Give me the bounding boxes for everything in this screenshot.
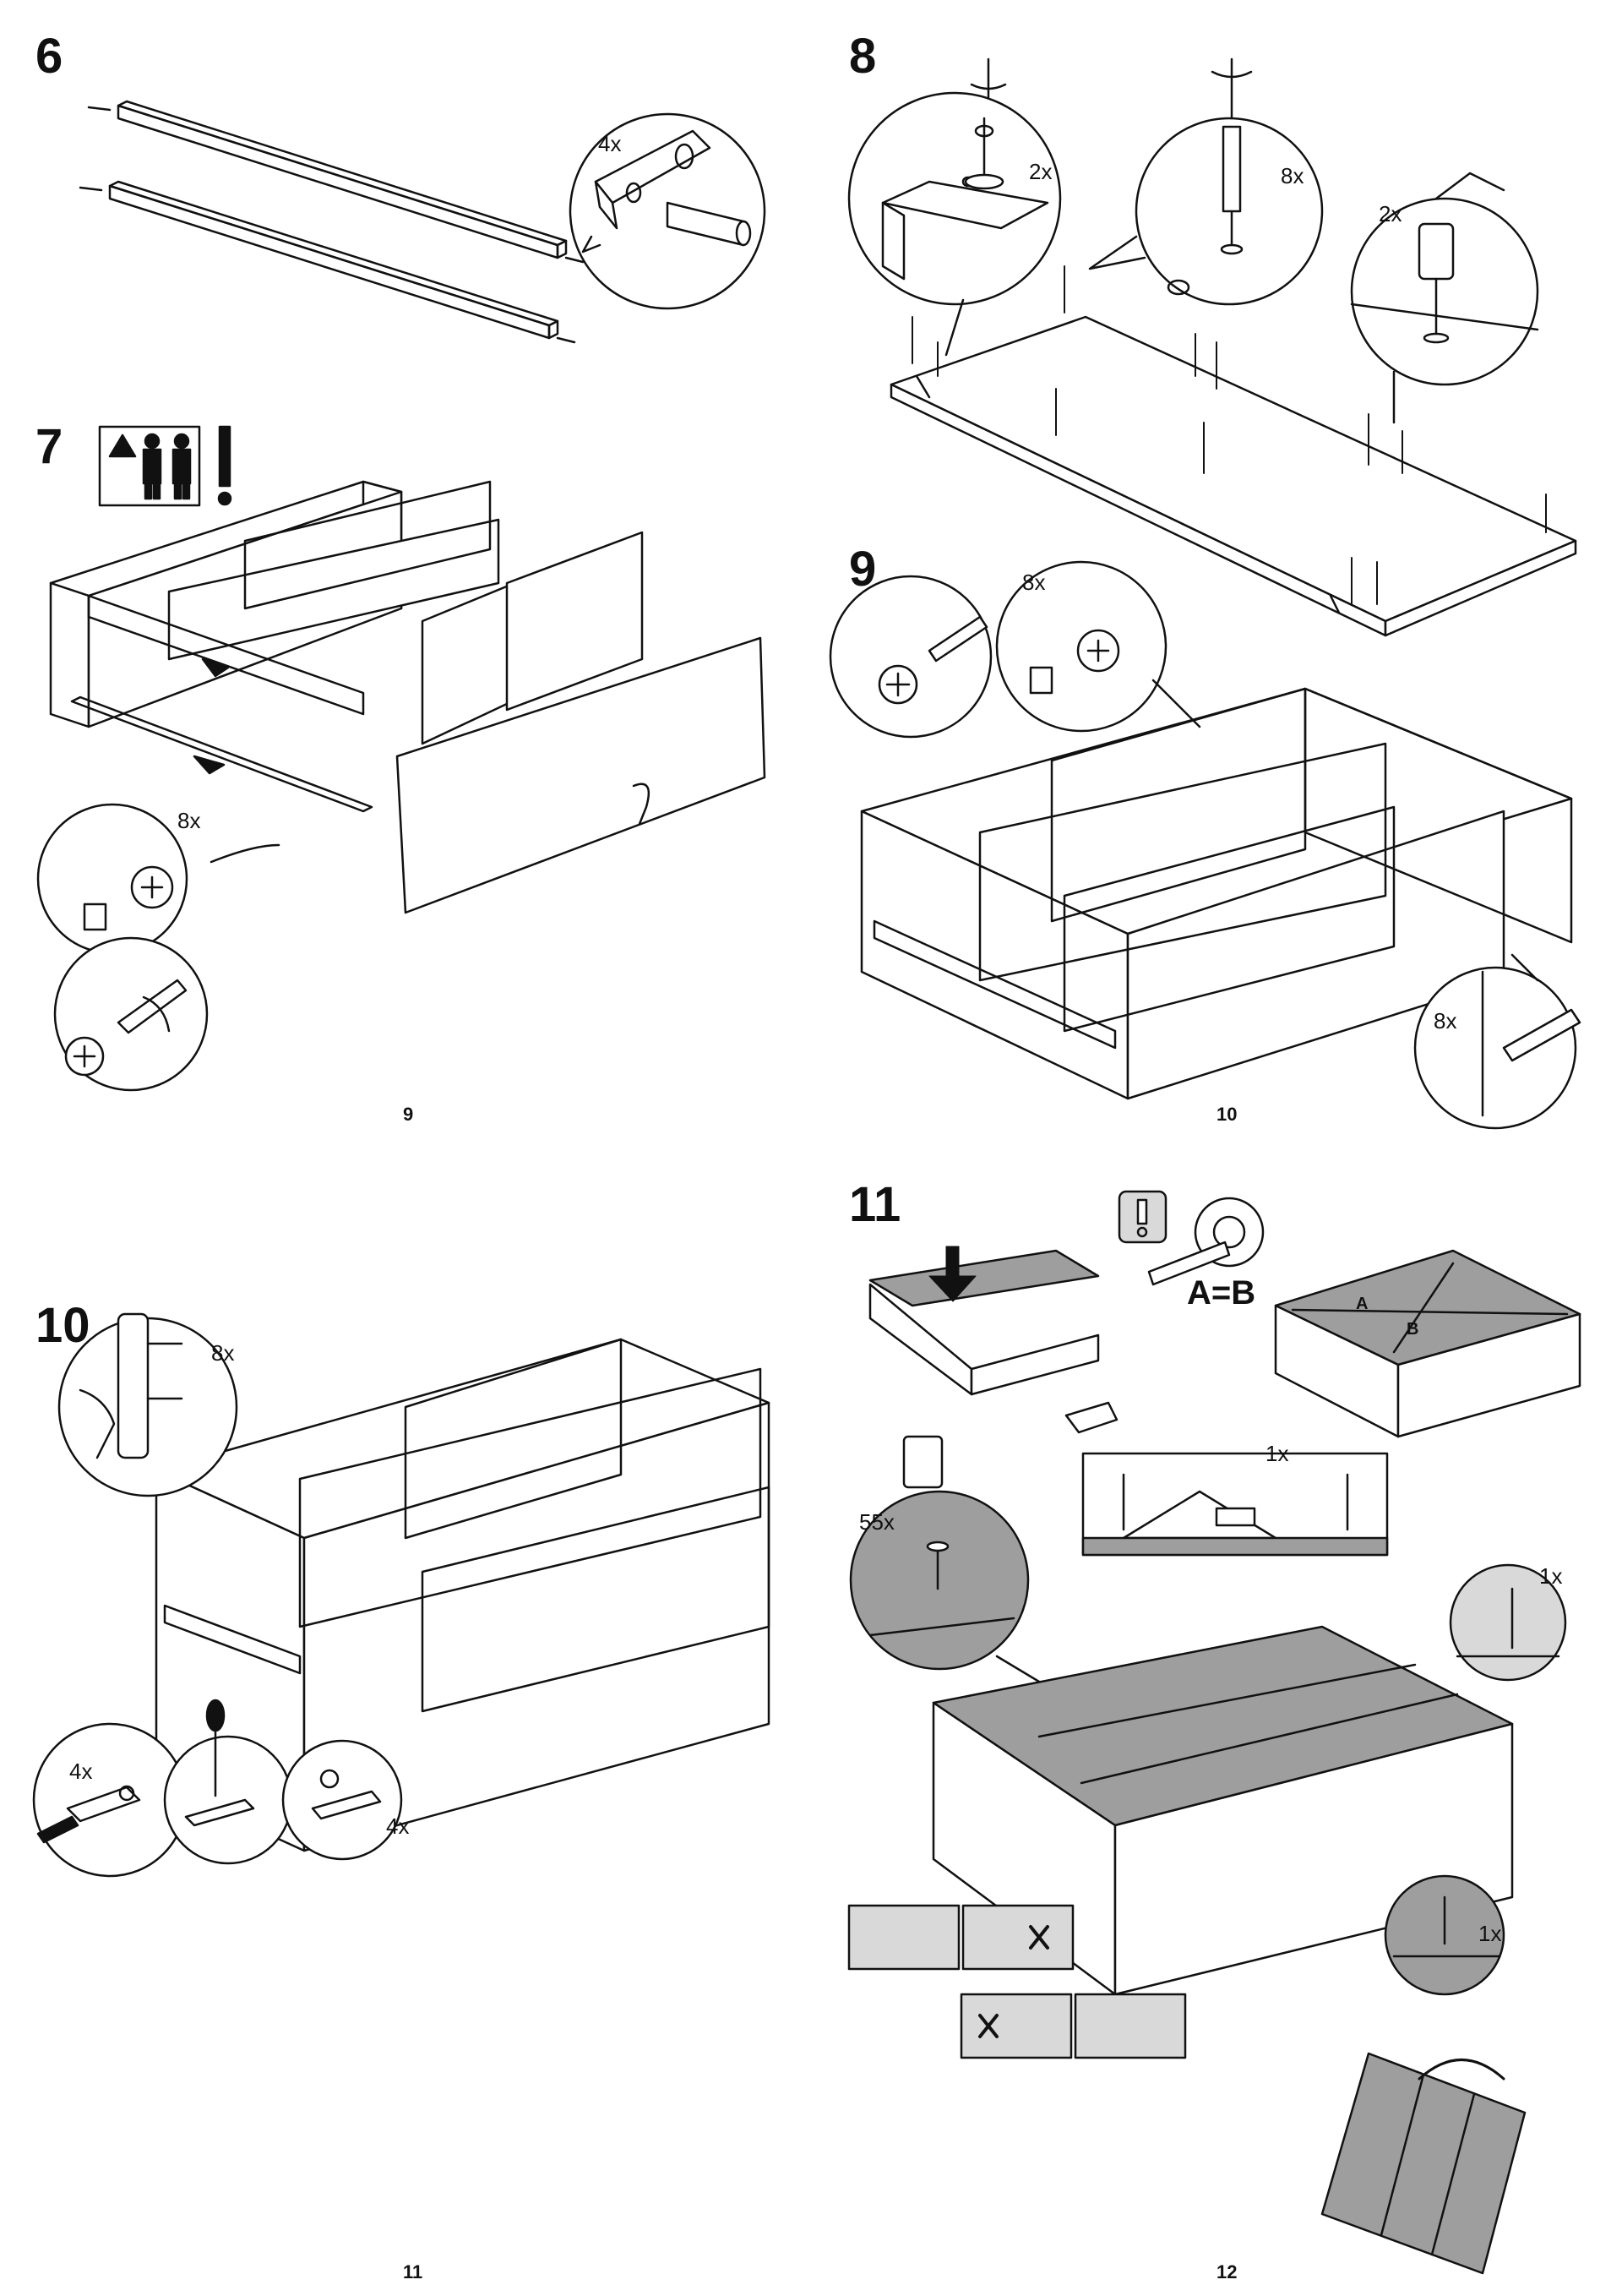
step11-measure-formula: A=B — [1187, 1274, 1256, 1312]
step7-cabinet — [49, 480, 766, 914]
step9-cam-quantity: 8x — [1022, 570, 1046, 595]
step7-quantity: 8x — [177, 808, 201, 833]
step10-bracket-callouts — [32, 1699, 403, 1878]
step11-nail-quantity: 55x — [859, 1509, 895, 1535]
step-number-7: 7 — [35, 419, 63, 474]
step6-dowel-callout — [569, 112, 766, 310]
step11-corner-quantity: 1x — [1539, 1563, 1563, 1589]
page-number-9: 9 — [403, 1104, 414, 1125]
step11-diagonal-a-label: A — [1356, 1295, 1369, 1313]
step9-cabinet — [860, 687, 1573, 1100]
step-number-8: 8 — [849, 29, 877, 84]
page-number-10: 10 — [1216, 1104, 1238, 1125]
page-number-11: 11 — [403, 2261, 423, 2282]
step8-pin-quantity: 2x — [1379, 201, 1402, 226]
step11-top-quantity: 1x — [1265, 1441, 1289, 1466]
step11-small-cabinet — [868, 1246, 1100, 1396]
step11-diagonal-b-label: B — [1407, 1320, 1419, 1339]
step11-top-section — [1064, 1401, 1389, 1557]
step11-corner-callout — [1449, 1563, 1567, 1682]
step9-cam-callout — [829, 575, 993, 739]
step6-rails — [79, 100, 585, 344]
step8-bracket-callout — [847, 57, 1062, 357]
step-number-6: 6 — [35, 29, 63, 84]
step8-board — [890, 265, 1577, 637]
step-number-9: 9 — [849, 542, 877, 597]
step11-bottom-callout — [1384, 1874, 1505, 1996]
step10-left-bracket-quantity: 4x — [69, 1759, 93, 1784]
step9-cam-callout-2 — [995, 560, 1201, 733]
step11-attention-tape — [1118, 1190, 1265, 1286]
step6-quantity: 4x — [598, 131, 622, 156]
page-number-12: 12 — [1216, 2261, 1238, 2282]
step9-dowel-callout — [1413, 953, 1581, 1130]
step8-bracket-quantity: 2x — [1029, 159, 1053, 184]
step8-pin-callout — [1350, 172, 1539, 424]
step8-screw-callout — [1088, 57, 1324, 306]
step7-turn-callout — [53, 936, 209, 1092]
step10-bolt-callout — [57, 1312, 238, 1497]
step10-bolt-quantity: 8x — [211, 1340, 235, 1366]
step10-right-bracket-quantity: 4x — [386, 1813, 410, 1839]
step-number-10: 10 — [35, 1298, 90, 1353]
step11-bottom-quantity: 1x — [1478, 1921, 1502, 1946]
step11-measure-cabinet — [1274, 1249, 1581, 1438]
step8-screw-quantity: 8x — [1281, 163, 1304, 188]
step11-main-cabinet — [932, 1625, 1514, 1996]
step7-cam-callout — [36, 803, 280, 955]
step11-flip-panel — [1320, 2052, 1527, 2275]
step9-dowel-quantity: 8x — [1434, 1008, 1457, 1033]
step7-warning-box — [98, 425, 232, 507]
step-number-11: 11 — [849, 1177, 901, 1232]
step11-check-grid — [847, 1904, 1187, 2059]
